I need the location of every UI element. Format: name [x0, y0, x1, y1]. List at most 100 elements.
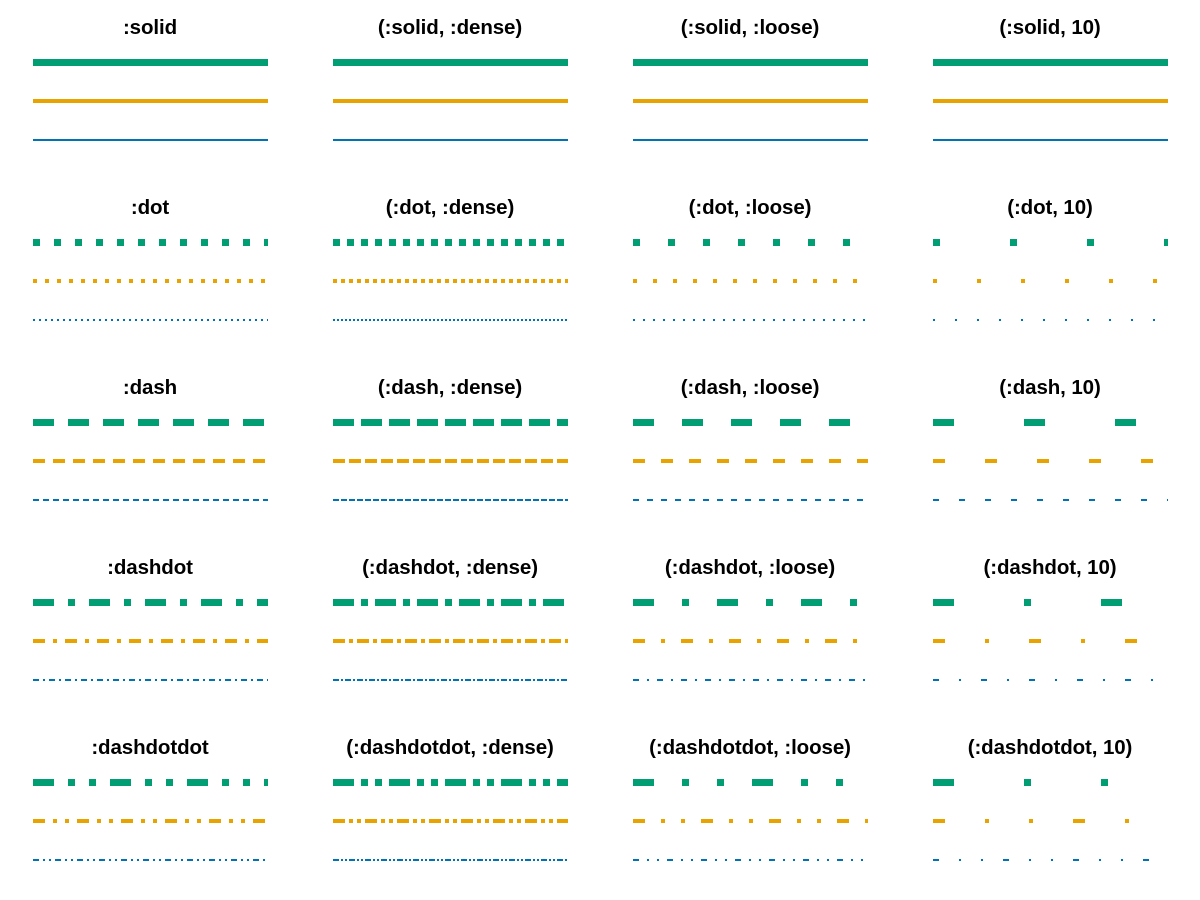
linestyle-cell-title: :dot: [130, 196, 170, 219]
sample-line-linewidth-4: [332, 638, 568, 644]
linestyle-sample-lines: [932, 58, 1168, 150]
sample-line-svg: [932, 678, 1168, 681]
sample-line-linewidth-7: [332, 58, 568, 67]
sample-line-linewidth-2: [932, 498, 1168, 502]
sample-line-linewidth-4: [932, 98, 1168, 104]
sample-line-svg: [632, 318, 868, 321]
linestyle-cell-title: (:solid, 10): [999, 16, 1101, 39]
linestyle-sample-lines: [32, 598, 268, 690]
linestyle-cell-title: (:dashdot, :loose): [664, 556, 836, 579]
sample-line-linewidth-4: [632, 278, 868, 284]
sample-line-linewidth-2: [32, 678, 268, 682]
sample-line-svg: [332, 58, 568, 66]
linestyle-cell-dot-dense: (:dot, :dense): [300, 180, 600, 360]
linestyle-cell-title: (:dash, :loose): [680, 376, 820, 399]
sample-line-svg: [332, 458, 568, 463]
linestyle-cell-title: (:dashdot, 10): [983, 556, 1117, 579]
sample-line-svg: [632, 418, 868, 426]
linestyle-cell-title: (:dot, 10): [1007, 196, 1093, 219]
sample-line-svg: [32, 318, 268, 321]
sample-line-svg: [32, 418, 268, 426]
linestyle-cell-title: (:dashdotdot, :loose): [649, 736, 851, 759]
sample-line-svg: [332, 778, 568, 786]
linestyle-sample-lines: [932, 598, 1168, 690]
sample-line-linewidth-2: [932, 318, 1168, 322]
linestyle-cell-solid-ten: (:solid, 10): [900, 0, 1200, 180]
sample-line-svg: [632, 98, 868, 103]
sample-line-svg: [332, 858, 568, 861]
sample-line-linewidth-4: [632, 818, 868, 824]
sample-line-svg: [32, 598, 268, 606]
sample-line-linewidth-2: [32, 138, 268, 142]
sample-line-linewidth-2: [332, 678, 568, 682]
sample-line-linewidth-4: [32, 458, 268, 464]
sample-line-svg: [632, 858, 868, 861]
linestyle-sample-lines: [632, 238, 868, 330]
linestyle-cell-dashdotdot-loose: (:dashdotdot, :loose): [600, 720, 900, 900]
sample-line-svg: [932, 418, 1168, 426]
sample-line-svg: [332, 418, 568, 426]
sample-line-linewidth-4: [332, 278, 568, 284]
linestyle-sample-lines: [332, 778, 568, 870]
sample-line-linewidth-7: [32, 58, 268, 67]
linestyle-cell-dashdot-ten: (:dashdot, 10): [900, 540, 1200, 720]
sample-line-svg: [632, 138, 868, 141]
linestyle-cell-dashdot-default: :dashdot: [0, 540, 300, 720]
linestyle-cell-dot-ten: (:dot, 10): [900, 180, 1200, 360]
linestyle-cell-title: (:dot, :loose): [688, 196, 812, 219]
linestyle-sample-lines: [332, 238, 568, 330]
linestyle-cell-dash-loose: (:dash, :loose): [600, 360, 900, 540]
linestyle-cell-dot-default: :dot: [0, 180, 300, 360]
sample-line-linewidth-7: [632, 778, 868, 787]
sample-line-svg: [32, 818, 268, 823]
sample-line-linewidth-7: [632, 598, 868, 607]
sample-line-svg: [32, 778, 268, 786]
sample-line-svg: [32, 498, 268, 501]
sample-line-svg: [332, 318, 568, 321]
sample-line-linewidth-4: [32, 278, 268, 284]
sample-line-svg: [32, 238, 268, 246]
sample-line-linewidth-7: [332, 238, 568, 247]
sample-line-svg: [932, 138, 1168, 141]
linestyle-cell-dash-dense: (:dash, :dense): [300, 360, 600, 540]
sample-line-linewidth-4: [632, 458, 868, 464]
sample-line-svg: [332, 638, 568, 643]
sample-line-svg: [932, 318, 1168, 321]
sample-line-linewidth-7: [32, 238, 268, 247]
linestyle-sample-lines: [632, 418, 868, 510]
sample-line-linewidth-7: [932, 418, 1168, 427]
sample-line-svg: [932, 778, 1168, 786]
linestyle-sample-lines: [332, 598, 568, 690]
sample-line-svg: [332, 678, 568, 681]
sample-line-svg: [932, 98, 1168, 103]
sample-line-linewidth-2: [332, 498, 568, 502]
linestyle-sample-lines: [332, 418, 568, 510]
sample-line-linewidth-2: [332, 138, 568, 142]
sample-line-linewidth-2: [332, 858, 568, 862]
sample-line-linewidth-2: [632, 498, 868, 502]
sample-line-svg: [32, 458, 268, 463]
sample-line-linewidth-2: [932, 858, 1168, 862]
sample-line-linewidth-4: [332, 98, 568, 104]
linestyle-cell-title: :dash: [122, 376, 178, 399]
linestyle-sample-lines: [32, 58, 268, 150]
sample-line-svg: [332, 138, 568, 141]
sample-line-linewidth-4: [632, 638, 868, 644]
linestyle-cell-title: (:dot, :dense): [385, 196, 515, 219]
sample-line-linewidth-7: [32, 418, 268, 427]
sample-line-linewidth-4: [32, 98, 268, 104]
linestyle-cell-solid-dense: (:solid, :dense): [300, 0, 600, 180]
linestyle-cell-title: (:solid, :loose): [680, 16, 820, 39]
sample-line-linewidth-4: [932, 458, 1168, 464]
sample-line-linewidth-2: [632, 318, 868, 322]
linestyle-cell-dashdotdot-ten: (:dashdotdot, 10): [900, 720, 1200, 900]
linestyle-sample-lines: [932, 418, 1168, 510]
sample-line-svg: [632, 598, 868, 606]
sample-line-svg: [632, 678, 868, 681]
sample-line-svg: [332, 278, 568, 283]
linestyle-sample-lines: [632, 598, 868, 690]
linestyle-cell-title: :dashdotdot: [91, 736, 209, 759]
sample-line-svg: [932, 238, 1168, 246]
